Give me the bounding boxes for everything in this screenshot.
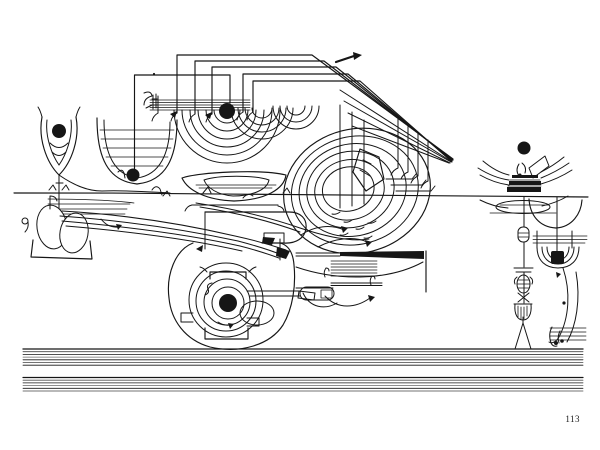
right-mini-staff-group (549, 326, 587, 347)
spiral-group (283, 104, 431, 255)
black-square (551, 251, 564, 264)
funnel-dot (52, 124, 66, 138)
bowl-note-dot (126, 168, 140, 182)
machine-dot (517, 141, 531, 155)
small-clef-icon (21, 217, 29, 233)
nested-brackets-fan-group (151, 52, 454, 192)
goblet-icon (513, 303, 533, 321)
pentagon-icon (352, 148, 385, 192)
ground-line (13, 192, 589, 198)
x-mark-icon (517, 292, 530, 303)
boat-group (181, 171, 287, 212)
flat-sign-icon (323, 267, 330, 278)
right-machine-group (477, 141, 573, 214)
flag-icon (528, 155, 550, 179)
s-glyph (204, 282, 213, 296)
j-bracket-group (204, 211, 307, 250)
clef-icon (143, 72, 158, 110)
black-wedge-bar (340, 251, 424, 259)
flat-sign-icon (369, 275, 376, 286)
capsule-icon (517, 226, 530, 243)
page-number: 113 (565, 414, 580, 424)
center-blob-group (167, 232, 335, 350)
left-bowl-group (96, 74, 231, 185)
large-note-dot (219, 103, 235, 119)
chain-column-group (513, 196, 534, 350)
fan-arrow-icon (334, 54, 356, 64)
blob-spiral-dot (219, 294, 237, 312)
wavy-band-group (59, 202, 372, 261)
amphora-icon (513, 274, 534, 294)
upper-staff-group (143, 72, 251, 119)
wedge-bar-group (295, 250, 427, 308)
staff-band-upper-group (22, 348, 584, 366)
staff-band-lower-group (22, 376, 584, 392)
arc-fans-group (173, 105, 320, 164)
right-dome-group (528, 196, 588, 344)
ground-line-group (13, 186, 589, 199)
